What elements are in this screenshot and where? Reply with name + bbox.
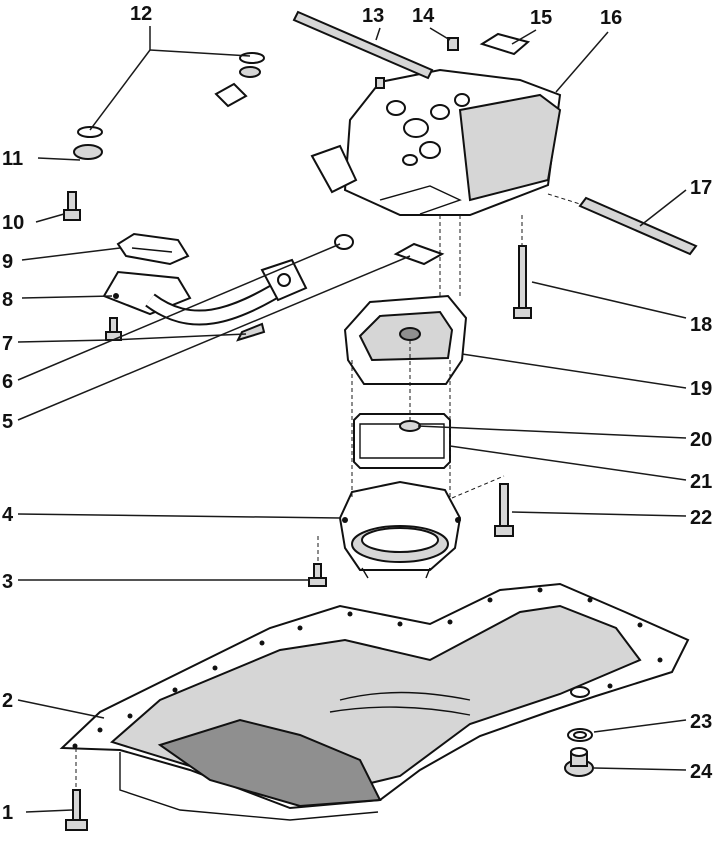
callout-12: 12 (130, 3, 152, 25)
oil-pump-housing (343, 294, 468, 500)
plate-20 (399, 420, 421, 432)
drain-plug (564, 747, 594, 777)
gasket-15 (479, 32, 531, 56)
callout-23: 23 (690, 711, 712, 733)
o-ring-6 (334, 234, 354, 250)
dowel-17 (547, 193, 698, 256)
callout-18: 18 (690, 314, 712, 336)
bolt-22 (451, 475, 514, 537)
callout-17: 17 (690, 177, 712, 199)
oil-filter-housing (310, 68, 562, 298)
callout-15: 15 (530, 7, 552, 29)
pan-bolt-3 (308, 536, 327, 587)
dowel-13 (292, 10, 434, 80)
oil-pan (59, 582, 690, 821)
oil-return-pipe (73, 52, 278, 209)
gasket-5 (393, 242, 445, 266)
callout-10: 10 (2, 212, 24, 234)
callout-2: 2 (2, 690, 13, 712)
callout-5: 5 (2, 411, 13, 433)
callout-13: 13 (362, 5, 384, 27)
bolt-7a (105, 317, 122, 341)
callout-22: 22 (690, 507, 712, 529)
callout-7: 7 (2, 333, 13, 355)
drain-seal-ring (567, 728, 593, 742)
callout-labels: 1 2 3 4 5 6 7 8 9 10 11 12 13 14 15 16 1… (2, 3, 713, 824)
callout-21: 21 (690, 471, 712, 493)
callout-11: 11 (2, 148, 23, 170)
long-bolt-18 (513, 215, 532, 319)
plug-14 (447, 37, 459, 51)
callout-14: 14 (412, 5, 435, 27)
oil-pan-bolt-holes (72, 587, 663, 749)
suction-pipe (102, 258, 308, 326)
callout-1: 1 (2, 802, 13, 824)
callout-6: 6 (2, 371, 13, 393)
callout-20: 20 (690, 429, 712, 451)
leader-lines (17, 26, 687, 813)
gasket-9 (116, 232, 190, 266)
callout-9: 9 (2, 251, 13, 273)
oil-baffle (338, 480, 462, 579)
screw-10 (63, 191, 81, 221)
callout-4: 4 (2, 504, 14, 526)
callout-19: 19 (690, 378, 712, 400)
callout-8: 8 (2, 289, 13, 311)
callout-24: 24 (690, 761, 713, 783)
callout-16: 16 (600, 7, 622, 29)
callout-3: 3 (2, 571, 13, 593)
pan-bolt-1 (65, 748, 88, 831)
